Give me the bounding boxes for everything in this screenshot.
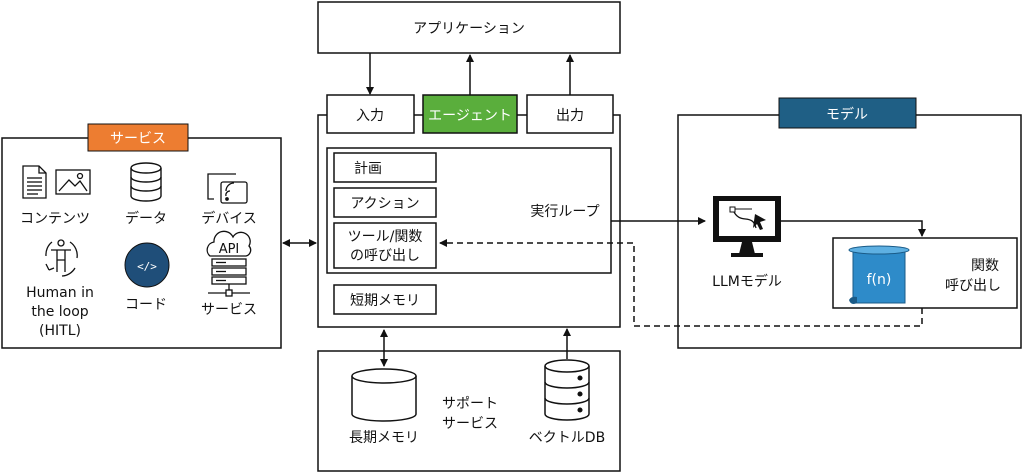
device-icon xyxy=(207,173,248,204)
model-box: モデル LLMモデル f(n) 関数 呼び出し xyxy=(677,97,1022,349)
agent-box xyxy=(422,94,518,134)
planning-label: 計画 xyxy=(354,161,382,177)
document-icon xyxy=(22,165,47,199)
input-label: 入力 xyxy=(356,108,384,124)
scroll-icon: f(n) xyxy=(848,245,910,304)
model-header xyxy=(778,97,917,129)
monitor-icon xyxy=(713,196,781,257)
model-title: モデル xyxy=(826,106,868,123)
connectors xyxy=(282,53,926,367)
service-label: サービス xyxy=(201,302,257,318)
short-memory-label: 短期メモリ xyxy=(350,293,420,309)
tool-call-label-1: ツール/関数 xyxy=(348,229,423,245)
server-icon: API xyxy=(206,230,252,297)
api-glyph: API xyxy=(219,242,240,257)
output-box xyxy=(526,94,614,134)
hitl-label-2: the loop xyxy=(31,304,88,320)
function-label-1: 関数 xyxy=(971,258,999,274)
database-icon xyxy=(130,162,162,202)
image-icon xyxy=(55,169,91,195)
agent-container: 入力 エージェント 出力 実行ループ 計画 アクション ツール/関数 の呼び出し… xyxy=(317,94,621,328)
output-label: 出力 xyxy=(556,108,584,124)
human-icon xyxy=(45,239,78,277)
hitl-label-1: Human in xyxy=(26,285,94,301)
support-services-title-1: サポート xyxy=(442,396,498,412)
execution-loop-label: 実行ループ xyxy=(530,204,599,220)
llm-to-function-arrow xyxy=(781,220,926,237)
database-icon xyxy=(544,359,590,421)
tool-call-label-2: の呼び出し xyxy=(350,248,420,264)
device-label: デバイス xyxy=(201,210,257,227)
services-title: サービス xyxy=(110,131,166,147)
content-label: コンテンツ xyxy=(20,211,90,227)
agent-label: エージェント xyxy=(428,108,512,124)
long-memory-label: 長期メモリ xyxy=(349,430,419,446)
code-label: コード xyxy=(125,297,167,313)
function-glyph: f(n) xyxy=(867,272,892,288)
input-box xyxy=(326,94,415,134)
function-return-dashed-arrow xyxy=(439,239,923,327)
code-glyph: </> xyxy=(137,260,157,273)
services-header xyxy=(87,123,189,152)
cylinder-icon xyxy=(351,368,417,422)
function-label-2: 呼び出し xyxy=(945,278,1001,294)
short-memory-box xyxy=(333,284,437,315)
vector-db-label: ベクトルDB xyxy=(529,430,605,446)
action-box xyxy=(333,187,437,218)
data-label: データ xyxy=(125,210,167,227)
tool-call-box xyxy=(333,222,437,269)
services-box: サービス コンテンツ データ xyxy=(1,123,282,349)
support-services-box: 長期メモリ サポート サービス ベクトルDB xyxy=(317,350,621,472)
application-box: アプリケーション xyxy=(317,1,621,54)
llm-model-label: LLMモデル xyxy=(712,273,782,290)
application-label: アプリケーション xyxy=(413,21,525,37)
support-services-title-2: サービス xyxy=(442,416,498,432)
code-icon: </> xyxy=(124,242,170,288)
action-label: アクション xyxy=(350,196,419,212)
hitl-label-3: (HITL) xyxy=(39,323,81,339)
planning-box xyxy=(333,152,437,183)
